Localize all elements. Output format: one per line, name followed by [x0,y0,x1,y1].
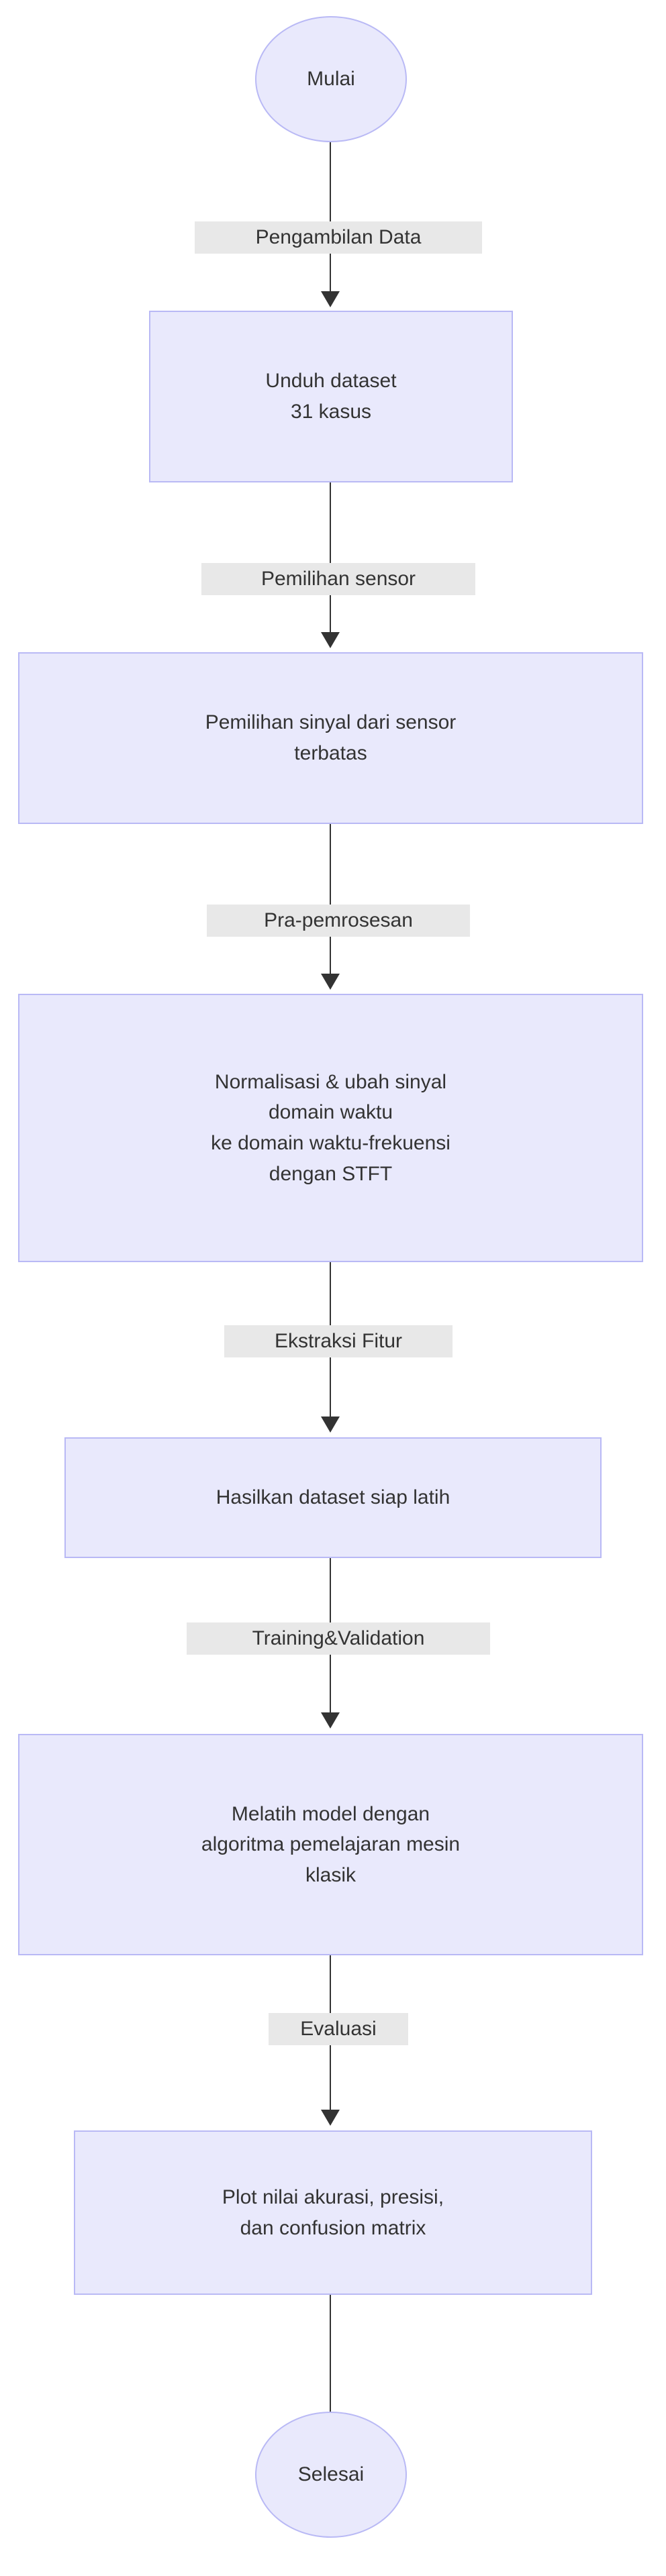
node-mulai[interactable]: Mulai [255,16,407,142]
node-normalisasi-stft-line-0: Normalisasi & ubah sinyal [214,1070,447,1093]
edge-label-pengambilan-data: Pengambilan Data [195,221,482,254]
node-selesai[interactable]: Selesai [255,2412,407,2538]
node-hasilkan-dataset[interactable]: Hasilkan dataset siap latih [64,1437,602,1558]
node-pemilihan-sinyal-line-1: terbatas [294,742,367,764]
arrowhead-hasilkan-to-melatih [321,1712,340,1729]
node-plot-nilai-line-0: Plot nilai akurasi, presisi, [222,2185,444,2208]
edge-label-pemilihan-sensor: Pemilihan sensor [201,563,475,595]
node-pemilihan-sinyal-line-0: Pemilihan sinyal dari sensor [205,711,457,734]
edge-label-pra-pemrosesan: Pra-pemrosesan [207,905,470,937]
arrowhead-melatih-to-plot [321,2110,340,2126]
node-pemilihan-sinyal[interactable]: Pemilihan sinyal dari sensor terbatas [18,652,643,824]
node-melatih-model-line-2: klasik [305,1863,356,1886]
node-selesai-line-0: Selesai [297,2463,365,2486]
node-melatih-model-line-0: Melatih model dengan [231,1802,430,1825]
connector-mulai-to-unduh [330,142,331,294]
edge-label-evaluasi: Evaluasi [269,2013,408,2045]
arrowhead-pemilihan-to-normalisasi [321,974,340,990]
node-hasilkan-dataset-line-0: Hasilkan dataset siap latih [216,1486,450,1509]
connector-pemilihan-to-normalisasi [330,824,331,975]
node-normalisasi-stft-line-1: domain waktu [268,1101,393,1124]
node-normalisasi-stft-line-2: ke domain waktu-frekuensi [211,1132,450,1154]
node-melatih-model[interactable]: Melatih model dengan algoritma pemelajar… [18,1734,643,1955]
node-mulai-line-0: Mulai [307,68,355,91]
node-melatih-model-line-1: algoritma pemelajaran mesin [201,1833,461,1856]
node-unduh-dataset-line-0: Unduh dataset [265,370,397,393]
node-unduh-dataset[interactable]: Unduh dataset 31 kasus [149,311,513,482]
arrowhead-mulai-to-unduh [321,291,340,307]
edge-label-training-validation: Training&Validation [187,1622,490,1655]
node-plot-nilai-line-1: dan confusion matrix [240,2216,426,2239]
node-unduh-dataset-line-1: 31 kasus [290,401,372,423]
connector-unduh-to-pemilihan [330,482,331,633]
arrowhead-unduh-to-pemilihan [321,632,340,648]
arrowhead-normalisasi-to-hasilkan [321,1416,340,1433]
node-plot-nilai[interactable]: Plot nilai akurasi, presisi, dan confusi… [74,2130,592,2295]
node-normalisasi-stft[interactable]: Normalisasi & ubah sinyal domain waktu k… [18,994,643,1262]
edge-label-ekstraksi-fitur: Ekstraksi Fitur [224,1325,453,1357]
node-normalisasi-stft-line-3: dengan STFT [269,1162,393,1185]
connector-plot-to-selesai [330,2295,331,2429]
